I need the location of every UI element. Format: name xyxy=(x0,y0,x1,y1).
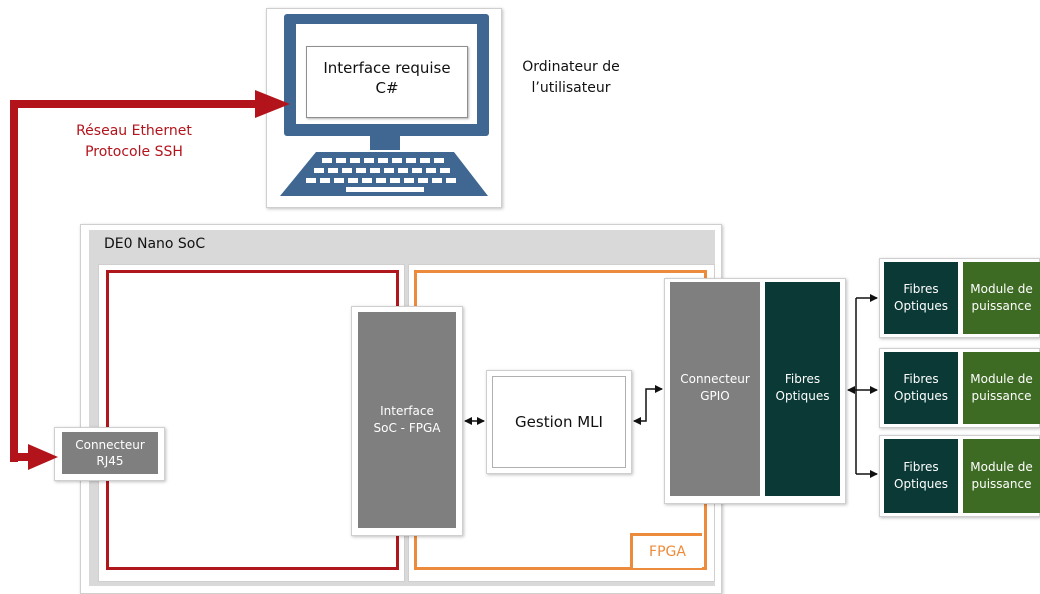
fiber-distribution-arrows xyxy=(847,294,878,478)
mli-management-block: Gestion MLI xyxy=(492,376,626,468)
power-module-1: Module de puissance xyxy=(963,262,1040,334)
soc-fpga-interface: Interface SoC - FPGA xyxy=(358,312,456,528)
fpga-label: FPGA xyxy=(630,533,702,568)
board-title: DE0 Nano SoC xyxy=(104,236,206,252)
network-label: Réseau Ethernet Protocole SSH xyxy=(76,123,192,160)
power-module-2: Module de puissance xyxy=(963,352,1040,424)
rj45-connector: Connecteur RJ45 xyxy=(62,432,158,474)
gpio-connector-label: Connecteur GPIO xyxy=(680,372,750,403)
output-fiber-2: Fibres Optiques xyxy=(884,352,958,424)
ethernet-link xyxy=(10,90,290,470)
monitor-stand xyxy=(370,136,400,150)
screen-window xyxy=(306,46,468,118)
user-computer-caption: Ordinateur de l’utilisateur xyxy=(522,59,620,96)
mli-gpio-arrow xyxy=(633,385,663,425)
main-fiber-label: Fibres Optiques xyxy=(775,372,830,403)
gpio-connector xyxy=(670,282,760,496)
output-fiber-1: Fibres Optiques xyxy=(884,262,958,334)
main-fiber-block xyxy=(765,282,840,496)
output-fiber-3: Fibres Optiques xyxy=(884,439,958,513)
power-module-3: Module de puissance xyxy=(963,439,1040,513)
required-interface-label: Interface requise C# xyxy=(323,59,451,97)
